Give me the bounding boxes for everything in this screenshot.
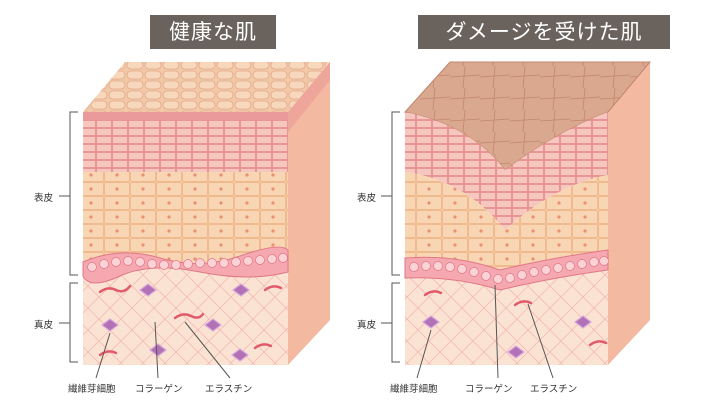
damaged-skin-block <box>404 61 652 365</box>
layer-brackets <box>59 111 400 363</box>
healthy-surface <box>83 62 330 112</box>
healthy-skin-block <box>82 62 330 365</box>
damaged-stratum-pink <box>405 112 608 230</box>
label-fibroblast-damaged: 繊維芽細胞 <box>390 384 438 395</box>
healthy-stratum-orange <box>83 172 288 262</box>
label-collagen-healthy: コラーゲン <box>135 384 183 395</box>
healthy-side-face <box>288 62 330 365</box>
label-elastin-damaged: エラスチン <box>530 384 578 395</box>
label-elastin-healthy: エラスチン <box>205 384 253 395</box>
label-dermis-healthy: 真皮 <box>34 320 54 331</box>
damaged-basal-layer <box>404 249 609 291</box>
damaged-stratum-orange <box>405 172 608 272</box>
healthy-fibroblasts <box>101 283 250 362</box>
title-healthy-skin: 健康な肌 <box>150 15 276 49</box>
leader-lines <box>95 284 554 379</box>
label-dermis-damaged: 真皮 <box>357 320 377 331</box>
healthy-elastin-fibers <box>98 284 283 357</box>
label-collagen-damaged: コラーゲン <box>465 384 513 395</box>
label-epidermis-healthy: 表皮 <box>34 193 54 204</box>
damaged-elastin-fibers <box>423 290 608 347</box>
healthy-stratum-pink <box>83 112 288 172</box>
label-epidermis-damaged: 表皮 <box>357 193 377 204</box>
damaged-side-face <box>608 62 650 365</box>
title-damaged-skin: ダメージを受けた肌 <box>418 15 670 49</box>
damaged-fibroblasts <box>422 315 592 359</box>
label-fibroblast-healthy: 繊維芽細胞 <box>68 384 116 395</box>
